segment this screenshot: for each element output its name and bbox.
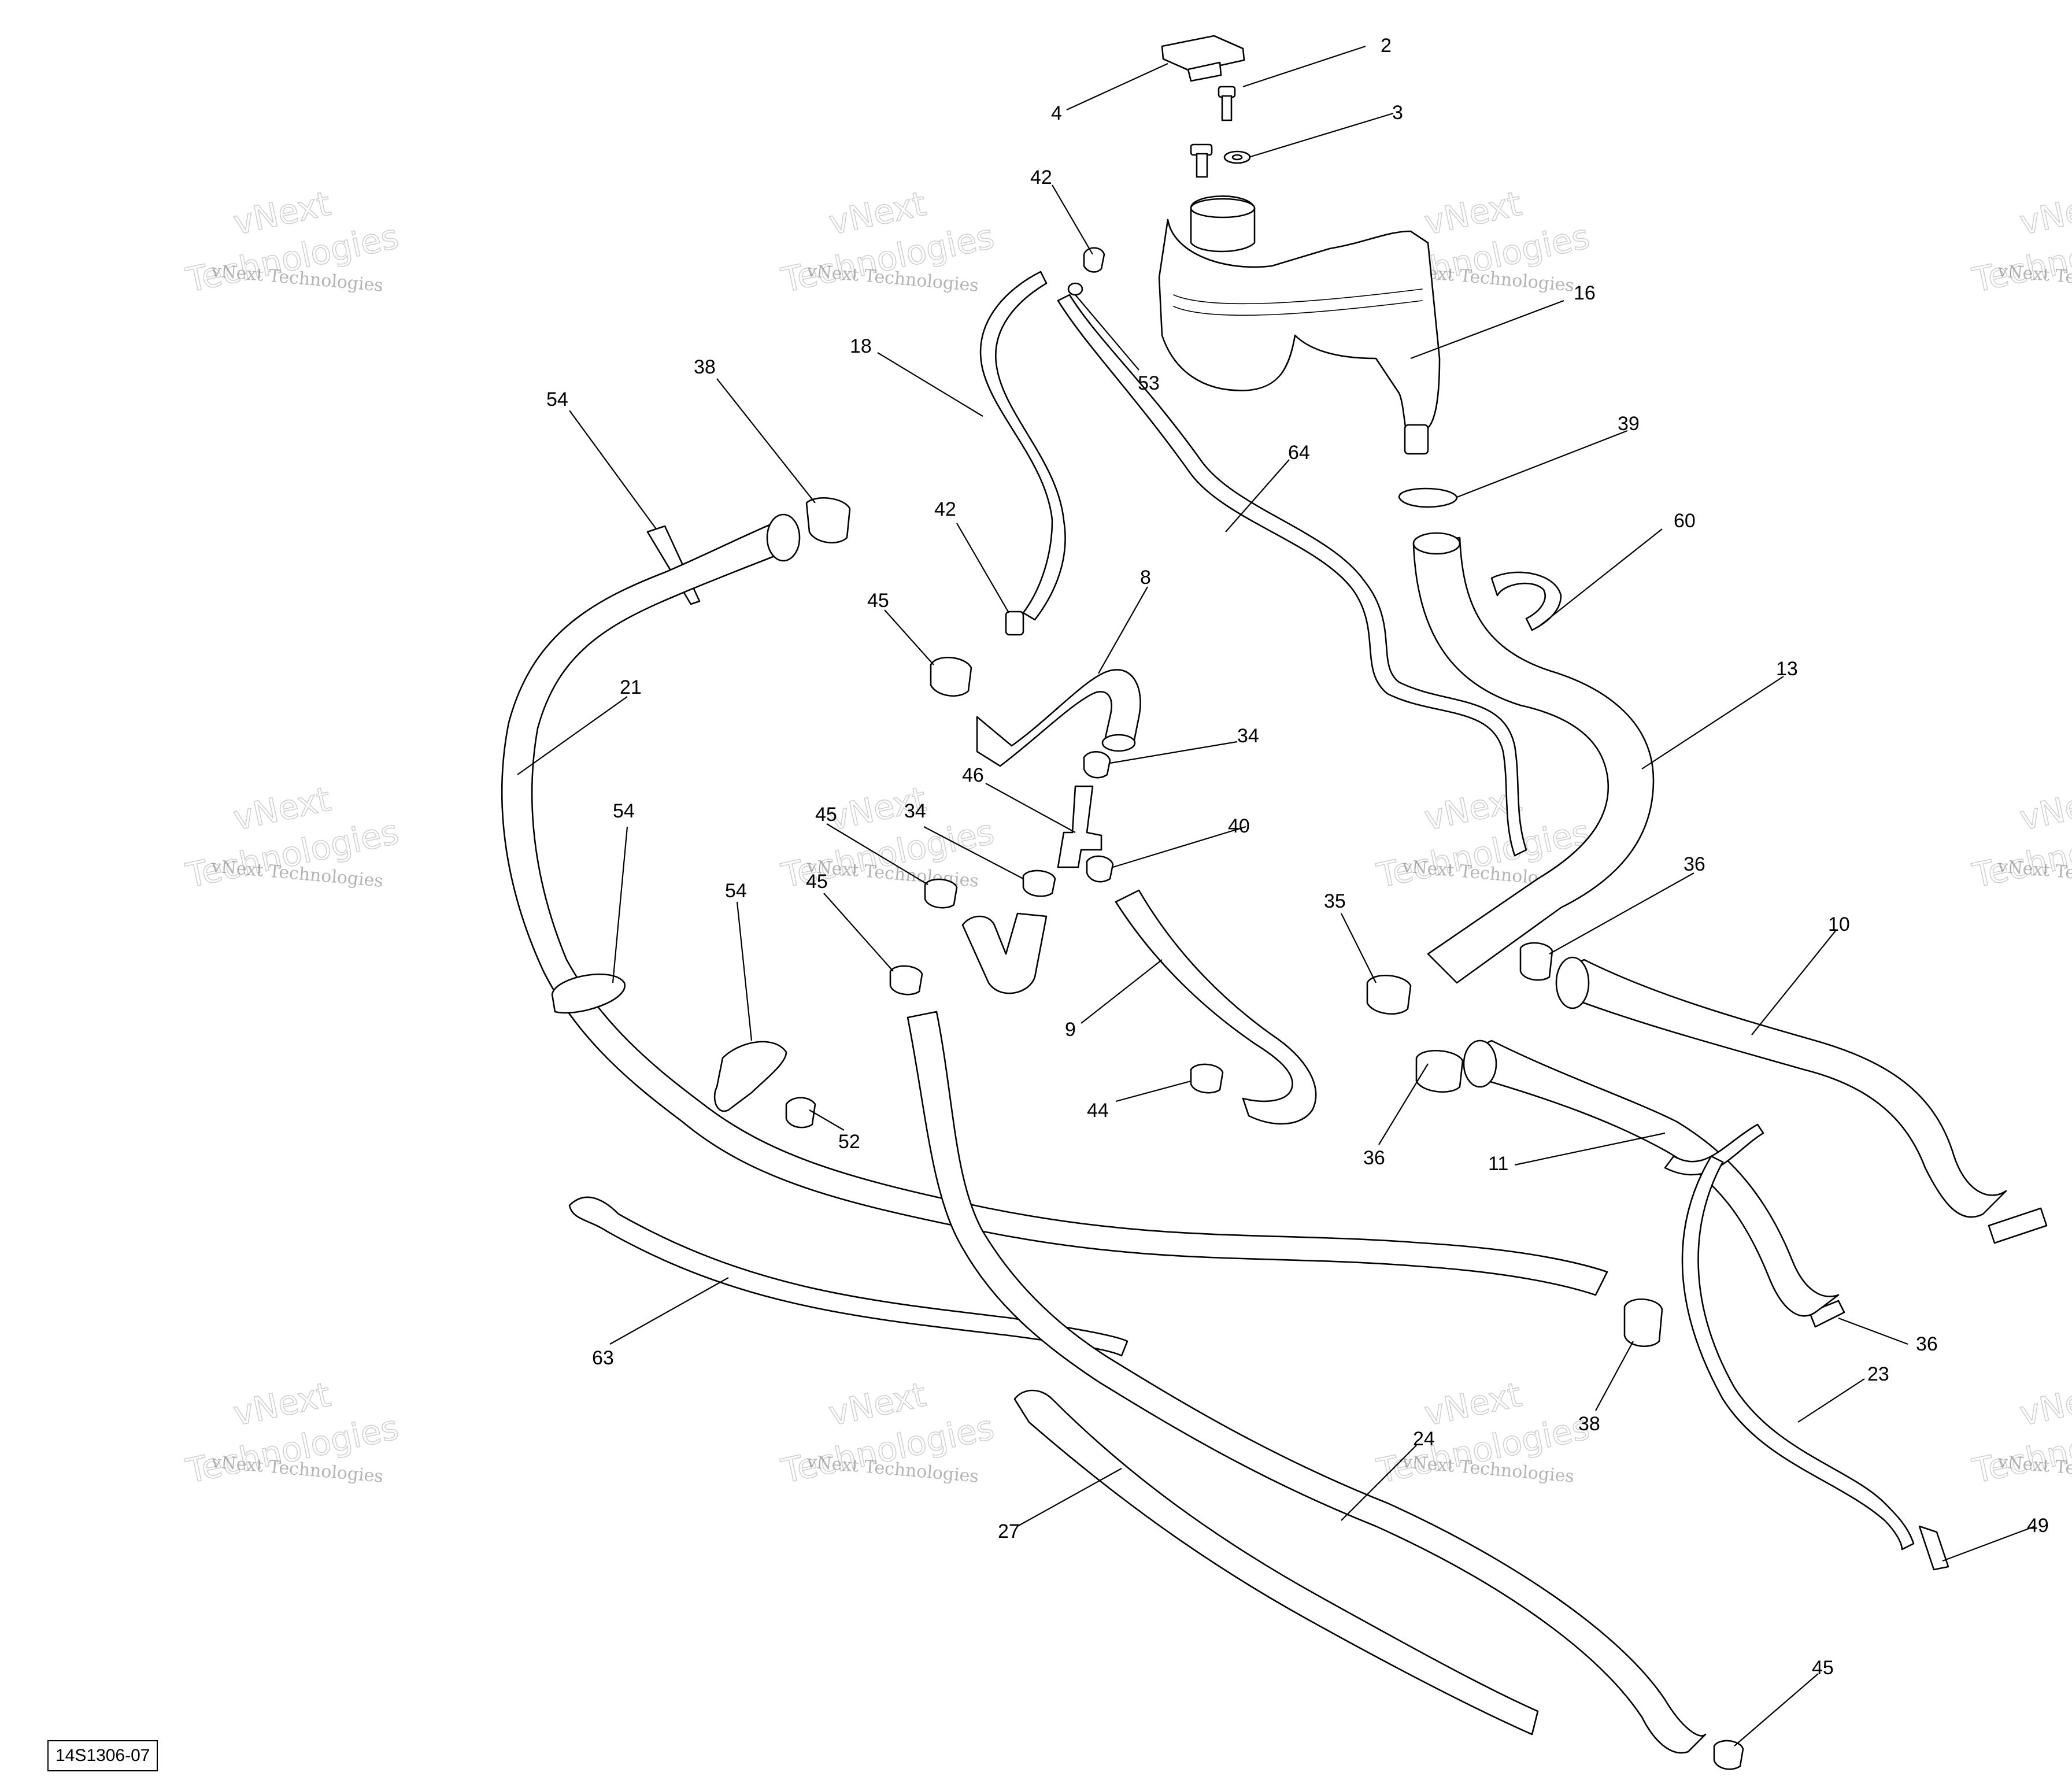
callout-45-middle: 45 [815, 804, 837, 826]
callout-13: 13 [1776, 658, 1798, 680]
callout-49: 49 [2027, 1515, 2049, 1537]
part-radiator-cap [1161, 35, 1245, 82]
callout-45-bottom: 45 [1812, 1657, 1834, 1679]
callout-23: 23 [1867, 1363, 1889, 1385]
part-clamp-38-top [805, 497, 851, 544]
part-tee-46 [1057, 785, 1102, 868]
callout-3: 3 [1392, 102, 1403, 124]
callout-18: 18 [850, 335, 872, 357]
part-clamp-34-upper [1083, 751, 1111, 779]
part-clamp-36-middle [1415, 1049, 1464, 1093]
part-clamp-34-lower [1022, 870, 1056, 897]
part-clamp-36-lower [1808, 1300, 1845, 1328]
callout-10: 10 [1828, 913, 1850, 935]
part-plug-53 [1067, 282, 1083, 296]
callout-38-lower: 38 [1578, 1413, 1600, 1435]
part-small-elbow [961, 912, 1048, 994]
callout-63: 63 [592, 1347, 614, 1369]
callout-2: 2 [1381, 35, 1392, 57]
parts [501, 35, 2048, 1770]
callouts: 2 3 4 42 53 16 18 64 54 38 39 60 42 45 8… [546, 35, 2049, 1679]
part-clamp-35 [1366, 975, 1412, 1015]
callout-36-lower: 36 [1916, 1333, 1938, 1355]
callout-45-upper: 45 [867, 590, 889, 612]
svg-text:vNext: vNext [2016, 1375, 2072, 1434]
callout-44: 44 [1087, 1100, 1109, 1122]
part-clamp-45-lower [889, 965, 923, 996]
part-clamp-36-upper [1519, 942, 1553, 981]
callout-46: 46 [962, 764, 984, 786]
part-hose-18 [979, 271, 1066, 621]
part-clamp-38-lower [1623, 1298, 1663, 1348]
part-hose-9 [1115, 889, 1317, 1125]
part-hose-13 [1412, 536, 1655, 984]
part-hose-23 [1664, 1123, 1764, 1176]
leader-lines [517, 45, 2036, 1747]
svg-text:vNext: vNext [2016, 184, 2072, 243]
callout-34-upper: 34 [1237, 725, 1259, 747]
callout-42-lower: 42 [934, 498, 956, 520]
callout-54-lower: 54 [725, 880, 747, 902]
callout-36-upper: 36 [1684, 853, 1705, 875]
part-hose-10 [1560, 959, 2007, 1218]
callout-54-middle: 54 [613, 800, 635, 822]
part-clamp-45-middle [924, 878, 958, 909]
part-coolant-reservoir [1158, 195, 1441, 455]
callout-34-lower: 34 [904, 800, 926, 822]
callout-36-middle: 36 [1363, 1147, 1385, 1169]
callout-35: 35 [1324, 890, 1346, 912]
callout-16: 16 [1574, 282, 1596, 304]
callout-39: 39 [1618, 413, 1640, 435]
part-clamp-45-bottom [1713, 1740, 1744, 1770]
part-hose-27 [1013, 1389, 1539, 1736]
callout-38-top: 38 [694, 356, 716, 378]
part-plug-52 [785, 1097, 816, 1128]
part-hose-63 [568, 1196, 1128, 1357]
callout-11: 11 [1488, 1153, 1508, 1175]
part-bolt [1218, 86, 1236, 121]
callout-45-lower: 45 [806, 871, 828, 893]
callout-60: 60 [1674, 510, 1696, 532]
callout-8: 8 [1140, 567, 1151, 589]
part-fitting-49 [1918, 1525, 1949, 1571]
part-strap-54-lower [713, 1041, 787, 1112]
callout-54-top: 54 [546, 388, 568, 410]
figure-reference-label: 14S1306-07 [47, 1740, 158, 1771]
part-clamp-39 [1398, 487, 1458, 508]
callout-40: 40 [1228, 815, 1250, 837]
callout-21: 21 [620, 676, 642, 698]
callout-9: 9 [1065, 1019, 1076, 1041]
svg-text:vNext: vNext [2016, 779, 2072, 838]
part-clip-60 [1490, 571, 1562, 631]
part-clamp-42-upper [1083, 247, 1105, 273]
part-clamp-45-upper [930, 657, 972, 697]
callout-64: 64 [1288, 442, 1310, 464]
callout-27: 27 [998, 1520, 1020, 1542]
part-clamp-40 [1086, 855, 1114, 883]
callout-24: 24 [1413, 1428, 1435, 1450]
callout-52: 52 [838, 1131, 860, 1153]
part-strap-54-middle [551, 973, 626, 1014]
callout-53: 53 [1138, 372, 1160, 394]
part-hose-21 [501, 519, 1608, 1296]
callout-42-upper: 42 [1030, 166, 1052, 188]
part-hose-24 [906, 1011, 1707, 1754]
part-vent-line-64 [1057, 294, 1527, 857]
callout-4: 4 [1051, 102, 1062, 124]
part-tank-bolt [1190, 143, 1213, 178]
part-clamp-42-lower [1005, 610, 1024, 636]
part-clamp-44 [1190, 1063, 1224, 1094]
